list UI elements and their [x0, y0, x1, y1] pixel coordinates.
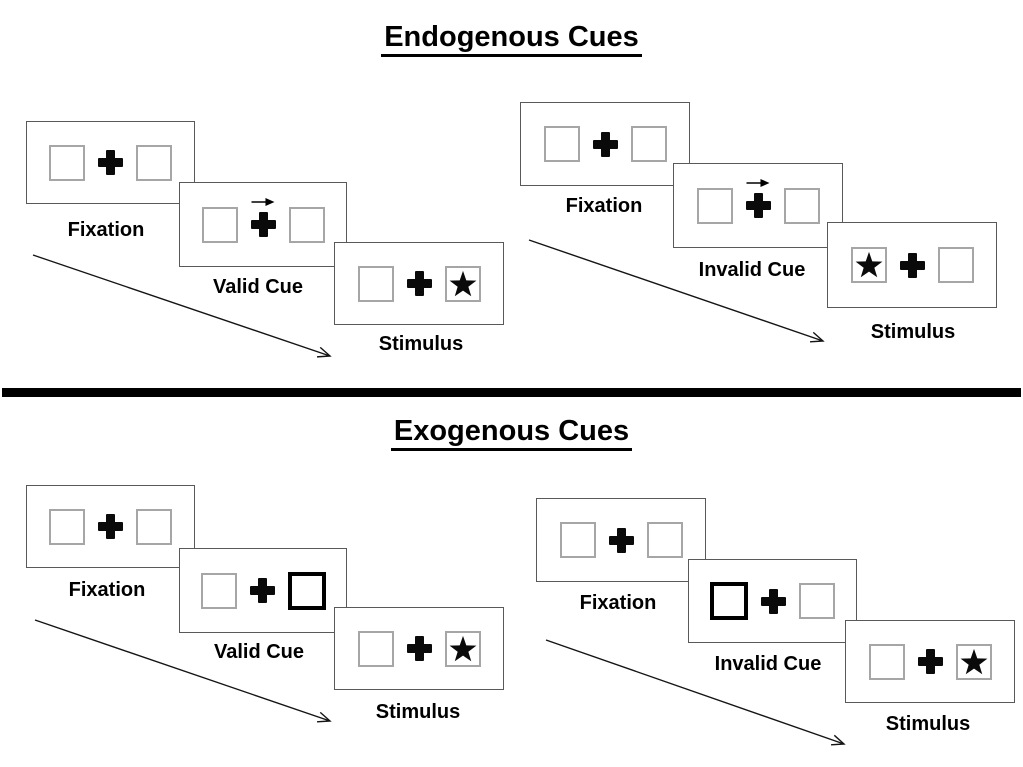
exo-invalid-stimulus-frame [845, 620, 1015, 703]
stimulus-label: Stimulus [375, 701, 461, 723]
star-icon [449, 635, 476, 661]
cue-label: Valid Cue [213, 641, 305, 663]
placeholder-box-left [357, 630, 394, 667]
placeholder-box-left [201, 206, 238, 243]
placeholder-box-left [543, 126, 580, 162]
fixation-label: Fixation [67, 219, 145, 241]
placeholder-box-left [200, 572, 237, 609]
stimulus-label: Stimulus [885, 713, 971, 735]
target-star-box [444, 630, 481, 667]
fixation-cross-icon [250, 212, 276, 237]
endo-invalid-stimulus-frame [827, 222, 997, 308]
fixation-label: Fixation [579, 592, 657, 614]
cue-arrow-right-icon [251, 198, 275, 206]
exo-valid-cue-frame [179, 548, 347, 633]
cue-highlight-box [710, 582, 748, 620]
exo-invalid-cue-frame [688, 559, 857, 643]
endo-invalid-cue-frame [673, 163, 843, 248]
endo-valid-stimulus-frame [334, 242, 504, 325]
star-icon [449, 270, 476, 296]
cue-label: Invalid Cue [698, 259, 806, 281]
endogenous-section-title: Endogenous Cues [381, 22, 642, 58]
placeholder-box-left [357, 265, 394, 302]
placeholder-box-left [559, 522, 596, 558]
timeline-arrow-endo-valid [32, 254, 332, 358]
cue-arrow-right-icon [746, 179, 770, 187]
placeholder-box-right [288, 206, 325, 243]
endo-invalid-fixation-frame [520, 102, 690, 186]
timeline-arrow-endo-invalid [528, 239, 825, 343]
exogenous-title-row: Exogenous Cues [0, 416, 1023, 452]
placeholder-box-left [696, 187, 733, 224]
endo-valid-fixation-frame [26, 121, 195, 204]
central-cue-group [250, 198, 276, 237]
exo-valid-fixation-frame [26, 485, 195, 568]
fixation-cross-icon [98, 514, 123, 539]
cue-label: Valid Cue [212, 276, 304, 298]
stimulus-label: Stimulus [378, 333, 464, 355]
placeholder-box-right [937, 247, 974, 283]
target-star-box [444, 265, 481, 302]
fixation-cross-icon [608, 527, 634, 553]
placeholder-box-right [799, 583, 835, 619]
timeline-arrow-exo-valid [34, 619, 332, 723]
placeholder-box-right [646, 522, 683, 558]
cue-highlight-box [287, 571, 326, 610]
endo-valid-cue-frame [179, 182, 347, 267]
placeholder-box-left [868, 643, 905, 680]
section-divider [2, 388, 1021, 397]
stimulus-label: Stimulus [870, 321, 956, 343]
placeholder-box-left [49, 144, 85, 181]
fixation-cross-icon [745, 193, 771, 218]
exogenous-section-title: Exogenous Cues [390, 416, 633, 452]
fixation-cross-icon [761, 588, 786, 614]
fixation-cross-icon [249, 578, 275, 603]
exo-valid-stimulus-frame [334, 607, 504, 690]
fixation-cross-icon [917, 649, 943, 674]
timeline-arrow-exo-invalid [545, 639, 846, 746]
central-cue-group [745, 179, 771, 218]
endogenous-title-row: Endogenous Cues [0, 22, 1023, 58]
exo-invalid-fixation-frame [536, 498, 706, 582]
star-icon [960, 648, 987, 674]
cue-label: Invalid Cue [714, 653, 822, 675]
fixation-cross-icon [899, 252, 925, 278]
fixation-label: Fixation [68, 579, 146, 601]
placeholder-box-right [136, 144, 172, 181]
placeholder-box-left [49, 508, 85, 545]
placeholder-box-right [783, 187, 820, 224]
fixation-cross-icon [592, 131, 618, 157]
target-star-box [955, 643, 992, 680]
fixation-cross-icon [406, 271, 432, 296]
target-star-box [850, 247, 887, 283]
fixation-cross-icon [98, 150, 123, 175]
star-icon [855, 251, 882, 278]
fixation-cross-icon [406, 636, 432, 661]
placeholder-box-right [630, 126, 667, 162]
fixation-label: Fixation [565, 195, 643, 217]
placeholder-box-right [136, 508, 172, 545]
